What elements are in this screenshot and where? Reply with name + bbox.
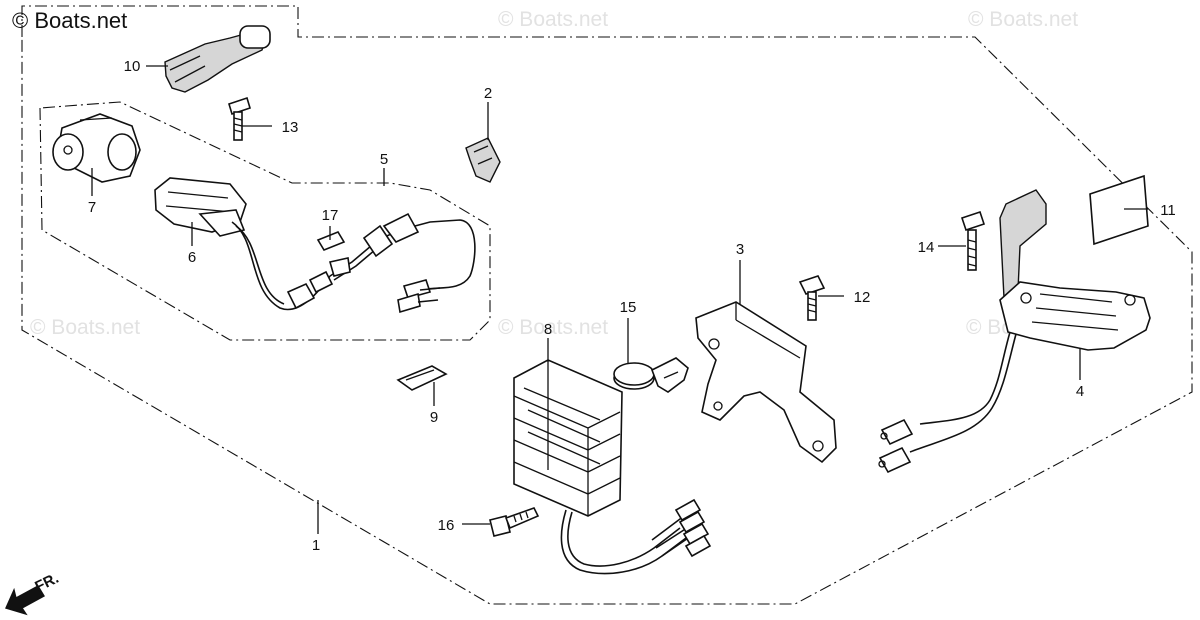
- clip-part: [465, 137, 501, 183]
- watermark: © Boats.net: [498, 316, 609, 339]
- assembly-boundary: [21, 5, 1193, 605]
- pulser-coil-part: [878, 189, 1151, 474]
- leader-lines: [91, 65, 1148, 534]
- label-plate-part: [1089, 174, 1149, 246]
- switch-housing-part: [154, 177, 247, 237]
- bolt-part: [798, 275, 826, 321]
- mounting-bracket-part: [695, 301, 837, 464]
- wire-harness: [231, 212, 476, 314]
- callout-1: 1: [312, 537, 320, 554]
- callout-6: 6: [188, 249, 196, 266]
- callout-4: 4: [1076, 383, 1084, 400]
- front-direction-arrow: FR.: [5, 570, 61, 616]
- callout-11: 11: [1160, 202, 1176, 219]
- callout-13: 13: [282, 119, 299, 136]
- callout-16: 16: [438, 517, 455, 534]
- bolt-part: [960, 210, 986, 271]
- rubber-cap-part: [164, 25, 271, 93]
- callout-9: 9: [430, 409, 438, 426]
- callout-2: 2: [484, 85, 492, 102]
- band-clamp-part: [613, 357, 689, 393]
- callout-8: 8: [544, 321, 552, 338]
- bolt-part: [228, 96, 251, 141]
- callout-17: 17: [322, 207, 339, 224]
- bolt-part: [489, 507, 540, 537]
- label-tag-part: [396, 365, 448, 391]
- socket-connector-part: [52, 113, 141, 183]
- fuse-part: [316, 231, 346, 251]
- callout-3: 3: [736, 241, 744, 258]
- callout-5: 5: [380, 151, 388, 168]
- callout-7: 7: [88, 199, 96, 216]
- watermark: © Boats.net: [968, 8, 1079, 31]
- watermark: © Boats.net: [30, 316, 141, 339]
- callout-12: 12: [854, 289, 871, 306]
- callout-10: 10: [124, 58, 141, 75]
- regulator-rectifier-part: [513, 359, 712, 575]
- callout-15: 15: [620, 299, 637, 316]
- watermark: © Boats.net: [498, 8, 609, 31]
- brand-watermark: © Boats.net: [12, 8, 128, 33]
- subassembly-boundary: [39, 101, 491, 341]
- callout-labels: 1 2 3 4 5 6 7 8 9 10 11 12 13 14 15 16 1…: [88, 58, 1176, 554]
- callout-14: 14: [918, 239, 935, 256]
